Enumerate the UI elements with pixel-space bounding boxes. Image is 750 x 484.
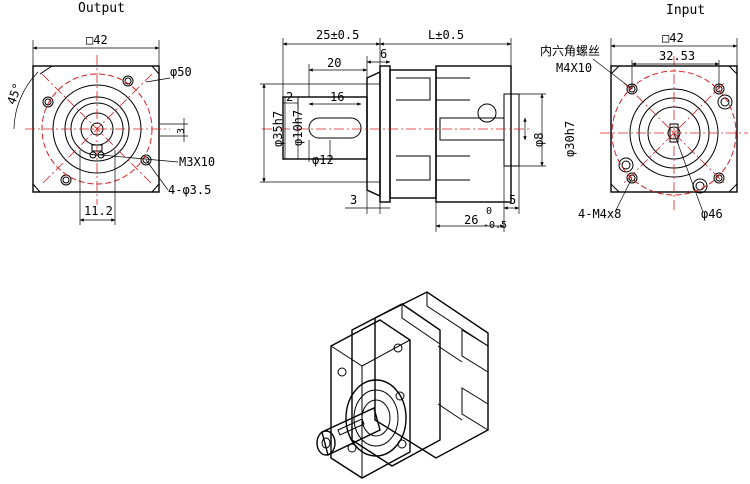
input-pilot-diameter-label: φ46 — [701, 207, 723, 221]
side-key-offset-label: 2 — [286, 90, 293, 104]
output-key-height-label: 3 — [176, 128, 187, 134]
side-input-depth-upper-tol: 0 — [486, 206, 492, 217]
input-hex-screw-label: 内六角螺丝 — [540, 44, 600, 58]
output-thread-label: M3X10 — [179, 155, 215, 169]
side-input-pilot — [503, 93, 520, 167]
side-collar-diameter-label: φ12 — [312, 153, 334, 167]
iso-output-shaft — [321, 407, 381, 456]
side-input-pilot-depth-label: 5 — [509, 193, 516, 207]
side-key-length-label: 20 — [327, 56, 341, 70]
side-body-length-label: L±0.5 — [428, 28, 464, 42]
output-key-width-label: 11.2 — [84, 204, 113, 218]
side-view: 25±0.5 L±0.5 20 6 2 16 φ35h7 φ10h7 φ12 φ… — [260, 28, 577, 232]
side-input-depth-lower-tol: -0.5 — [483, 220, 507, 231]
iso-shaft-key — [337, 418, 365, 436]
input-view-title: Input — [666, 3, 705, 18]
input-threaded-holes-label: 4-M4x8 — [578, 207, 621, 221]
output-hole-count-label: 4-φ3.5 — [168, 183, 211, 197]
side-input-depth-label: 26 — [464, 213, 478, 227]
output-square-size-label: □42 — [86, 33, 108, 47]
input-square-size-label: □42 — [662, 31, 684, 45]
output-view-title: Output — [78, 1, 125, 16]
side-shaft-length-label: 25±0.5 — [316, 28, 359, 42]
side-access-hole — [477, 103, 497, 123]
output-mounting-holes — [42, 75, 152, 186]
input-hex-screw-size-label: M4X10 — [556, 61, 592, 75]
side-keyway-slot — [308, 117, 362, 139]
side-pilot-ring — [379, 65, 391, 203]
side-key-slot-label: 16 — [330, 90, 344, 104]
side-flange-thickness-label: 6 — [380, 47, 387, 61]
side-input-bore-label: φ8 — [532, 133, 546, 147]
side-gear-housing — [389, 69, 437, 199]
iso-output-boss — [345, 379, 407, 457]
side-pilot-diameter-label: φ35h7 — [271, 111, 285, 147]
iso-rear-housing — [374, 291, 489, 459]
side-front-flange — [366, 70, 381, 198]
input-clamp-screws — [618, 94, 733, 194]
side-shaft-diameter-label: φ10h7 — [291, 110, 305, 146]
isometric-view — [316, 291, 489, 479]
side-motor-flange-housing — [435, 65, 512, 203]
input-view: Input □42 32.53 — [540, 3, 748, 221]
input-hole-spacing-label: 32.53 — [659, 49, 695, 63]
output-flange-chamfers — [32, 65, 160, 193]
output-pcd-label: φ50 — [170, 65, 192, 79]
output-view: Output □42 45° — [4, 1, 215, 225]
side-input-pilot-label: φ30h7 — [563, 121, 577, 157]
side-step-label: 3 — [350, 193, 357, 207]
output-angle-label: 45° — [4, 81, 25, 106]
